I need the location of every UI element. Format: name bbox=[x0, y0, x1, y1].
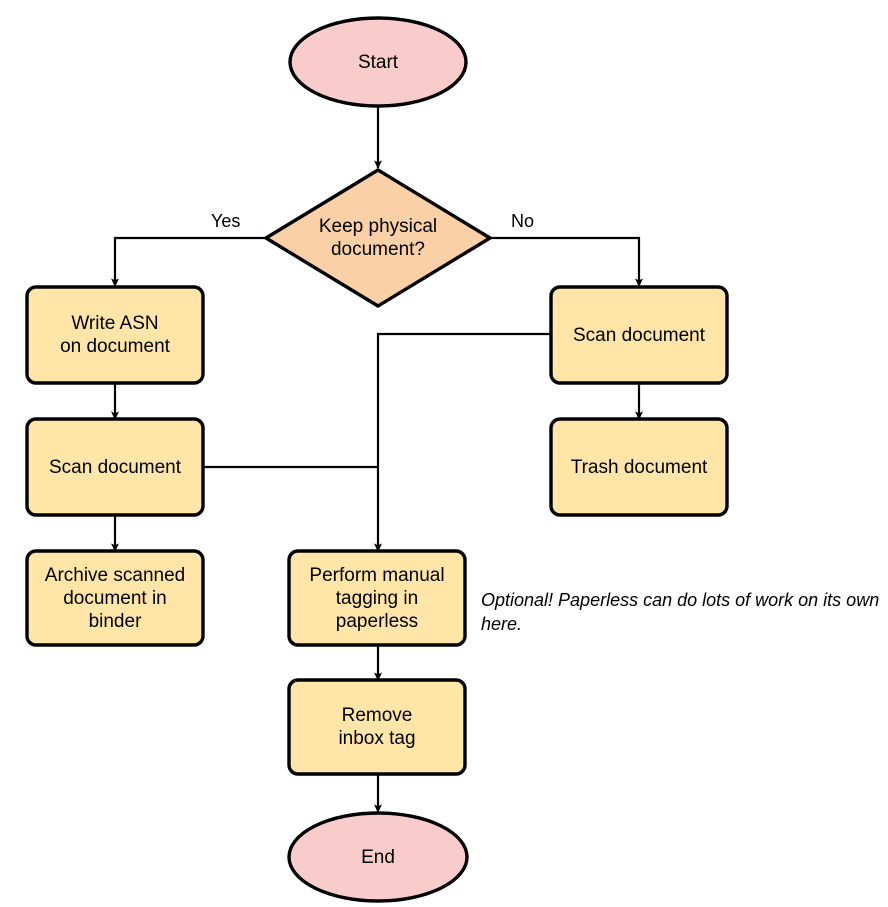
node-trash-shape[interactable] bbox=[549, 417, 729, 517]
node-scan-right-shape[interactable] bbox=[549, 285, 729, 385]
node-archive-shape[interactable] bbox=[25, 549, 205, 647]
edge-decision-yes-to-write-asn bbox=[111, 236, 265, 288]
node-write-asn-shape[interactable] bbox=[25, 285, 205, 385]
node-end-shape[interactable] bbox=[287, 811, 469, 903]
node-start-shape[interactable] bbox=[288, 16, 468, 108]
edge-decision-no-to-scan-right bbox=[491, 236, 643, 288]
edges-layer bbox=[111, 100, 643, 814]
node-remove-inbox-shape[interactable] bbox=[287, 678, 467, 776]
nodes-layer bbox=[25, 16, 729, 903]
optional-note-text: Optional! Paperless can do lots of work … bbox=[481, 590, 880, 634]
node-decision-shape[interactable] bbox=[264, 168, 492, 308]
node-scan-left-shape[interactable] bbox=[25, 417, 205, 517]
node-manual-tagging-shape[interactable] bbox=[287, 549, 467, 647]
edge-scan-right-to-manual-tagging bbox=[374, 332, 551, 553]
edge-label-yes: Yes bbox=[209, 211, 243, 231]
edge-label-no: No bbox=[509, 211, 537, 231]
